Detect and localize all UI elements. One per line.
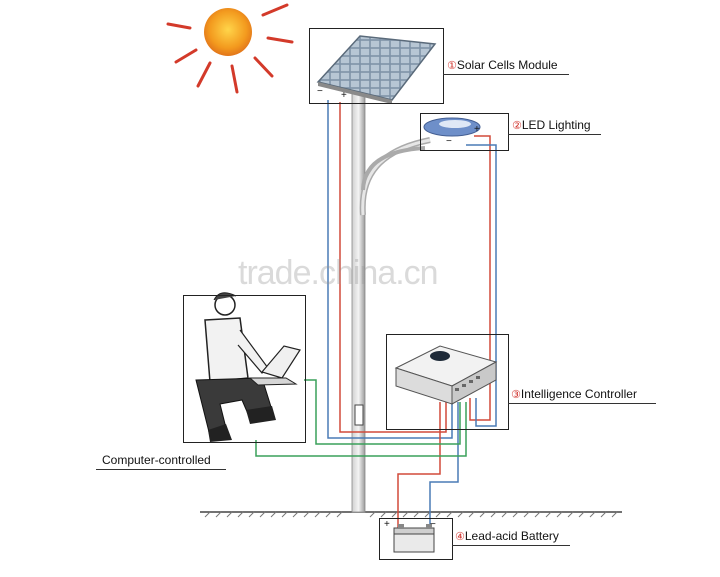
solar-module-text: Solar Cells Module (456, 58, 558, 72)
led-lighting-box (420, 113, 509, 151)
battery-minus-terminal: − (430, 519, 436, 530)
led-plus-terminal: + (474, 124, 480, 135)
led-lighting-number: ② (512, 120, 522, 132)
led-lighting-text: LED Lighting (521, 118, 591, 132)
solar-panel-icon (316, 35, 437, 104)
controller-device-icon (394, 345, 498, 405)
controller-box (386, 334, 509, 430)
computer-box (183, 295, 306, 443)
solar-module-label: ①Solar Cells Module (447, 58, 558, 72)
battery-underline (452, 545, 570, 546)
solar-minus-terminal: − (317, 86, 323, 97)
street-light-pole (351, 80, 431, 513)
watermark: trade.china.cn (238, 254, 439, 292)
sun-icon (166, 3, 294, 94)
solar-module-underline (443, 74, 569, 75)
battery-label: ④Lead-acid Battery (455, 529, 559, 543)
ground-line (200, 511, 622, 518)
controller-underline (508, 403, 656, 404)
battery-number: ④ (455, 531, 465, 543)
battery-text: Lead-acid Battery (464, 529, 559, 543)
solar-plus-terminal: + (341, 90, 347, 101)
controller-text: Intelligence Controller (520, 387, 637, 401)
computer-text: Computer-controlled (102, 453, 211, 467)
person-with-laptop-icon (195, 292, 301, 442)
controller-label: ③Intelligence Controller (511, 387, 637, 401)
led-minus-terminal: − (446, 136, 452, 147)
computer-underline (96, 469, 226, 470)
battery-icon (393, 524, 435, 553)
solar-module-number: ① (447, 60, 457, 72)
battery-box (379, 518, 453, 560)
led-lighting-underline (508, 134, 601, 135)
led-lighting-label: ②LED Lighting (512, 118, 591, 132)
led-lamp-icon (423, 117, 481, 137)
computer-label: Computer-controlled (102, 453, 211, 467)
solar-module-box (309, 28, 444, 104)
battery-plus-terminal: + (384, 519, 390, 530)
controller-number: ③ (511, 389, 521, 401)
